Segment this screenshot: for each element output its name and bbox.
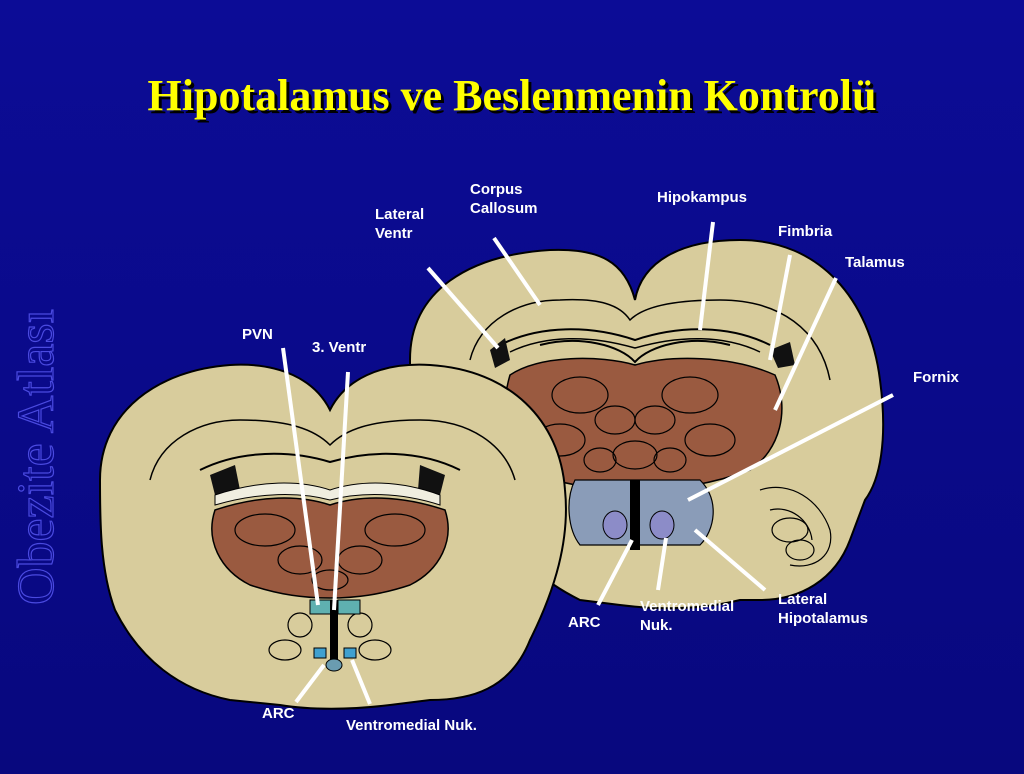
label-fornix: Fornix	[913, 368, 959, 387]
label-ventromedial-left: Ventromedial Nuk.	[346, 716, 477, 735]
label-lateral-ventr: Lateral Ventr	[375, 205, 424, 243]
label-lateral-hipotalamus-line1: Lateral	[778, 590, 868, 609]
label-ventromedial-right-line1: Ventromedial	[640, 597, 734, 616]
label-ventromedial-right: Ventromedial Nuk.	[640, 597, 734, 635]
label-arc-right: ARC	[568, 613, 601, 632]
left-pvn-left	[310, 600, 332, 614]
label-corpus-callosum-line1: Corpus	[470, 180, 538, 199]
label-talamus: Talamus	[845, 253, 905, 272]
left-pvn-right	[338, 600, 360, 614]
label-fimbria: Fimbria	[778, 222, 832, 241]
label-lateral-hipotalamus: Lateral Hipotalamus	[778, 590, 868, 628]
label-lateral-ventr-line1: Lateral	[375, 205, 424, 224]
label-ventromedial-right-line2: Nuk.	[640, 616, 734, 635]
label-corpus-callosum: Corpus Callosum	[470, 180, 538, 218]
label-3-ventr: 3. Ventr	[312, 338, 366, 357]
label-corpus-callosum-line2: Callosum	[470, 199, 538, 218]
left-brain-section	[100, 365, 566, 709]
label-lateral-hipotalamus-line2: Hipotalamus	[778, 609, 868, 628]
label-lateral-ventr-line2: Ventr	[375, 224, 424, 243]
label-pvn: PVN	[242, 325, 273, 344]
label-arc-left: ARC	[262, 704, 295, 723]
right-hypothalamus	[569, 480, 713, 545]
right-vmh-left	[603, 511, 627, 539]
left-thalamus	[212, 498, 448, 598]
label-hipokampus: Hipokampus	[657, 188, 747, 207]
right-vmh-right	[650, 511, 674, 539]
